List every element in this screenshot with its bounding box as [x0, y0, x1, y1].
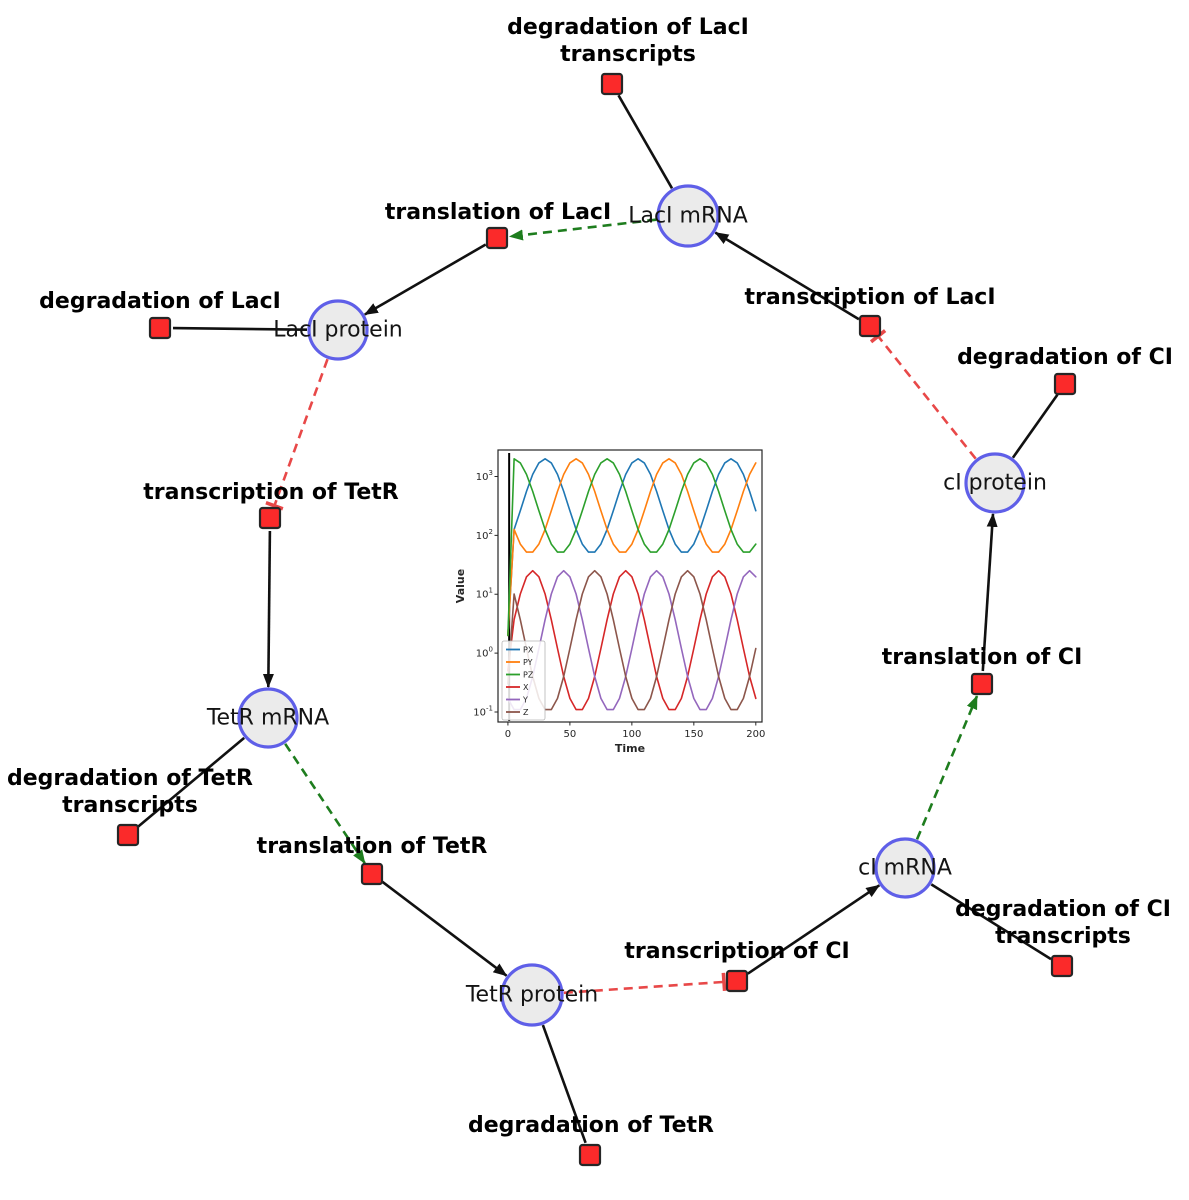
y-tick-label: 10-1	[473, 704, 493, 718]
reaction-label-translation_tetR: translation of TetR	[257, 833, 488, 860]
series-line-PY	[507, 458, 757, 637]
reaction-node-transcription_cI[interactable]	[725, 969, 749, 993]
species-label-cI_mrna: cI mRNA	[858, 855, 952, 881]
y-tick-label: 103	[476, 469, 493, 483]
edge-cI_mrna-to-deg_cI_tx	[930, 883, 1052, 961]
species-label-tetR_protein: TetR protein	[465, 982, 599, 1008]
x-tick-label: 200	[746, 729, 765, 740]
reaction-label-line: translation of CI	[881, 645, 1083, 670]
series-line-PZ	[507, 458, 757, 637]
reaction-node-transcription_tetR[interactable]	[258, 506, 282, 530]
edge-lacI_mrna-to-translation_lacI	[508, 218, 657, 241]
reaction-label-deg_lacI: degradation of LacI	[39, 288, 281, 315]
species-label-lacI_mrna: LacI mRNA	[628, 203, 748, 229]
reaction-label-line: degradation of TetR	[467, 1113, 715, 1138]
edge-transcription_cI-to-cI_mrna	[747, 884, 881, 975]
edge-lacI_protein-to-transcription_tetR	[265, 358, 329, 511]
reaction-label-line: translation of TetR	[256, 834, 488, 859]
y-tick-label: 102	[476, 528, 493, 542]
reaction-node-deg_lacI[interactable]	[148, 316, 172, 340]
edge-cI_mrna-to-translation_cI	[915, 695, 979, 840]
legend-label-Y: Y	[522, 696, 528, 705]
species-node-cI_protein[interactable]	[964, 452, 1026, 514]
series-line-PX	[507, 458, 757, 637]
reaction-label-deg_tetR: degradation of TetR	[468, 1112, 714, 1139]
series-line-Z	[507, 569, 757, 711]
reaction-label-line: transcription of LacI	[744, 285, 996, 310]
legend-label-Z: Z	[523, 708, 529, 717]
reaction-node-translation_cI[interactable]	[970, 672, 994, 696]
species-node-tetR_mrna[interactable]	[237, 687, 299, 749]
x-tick-label: 50	[564, 729, 577, 740]
reaction-label-line: degradation of TetR	[6, 766, 254, 791]
edge-translation_tetR-to-tetR_protein	[381, 880, 508, 977]
reaction-label-transcription_cI: transcription of CI	[624, 938, 849, 965]
species-label-cI_protein: cI protein	[943, 470, 1047, 496]
reaction-node-deg_lacI_tx[interactable]	[600, 72, 624, 96]
species-node-lacI_mrna[interactable]	[656, 184, 720, 248]
reaction-label-line: transcripts	[62, 793, 198, 818]
reaction-label-line: degradation of LacI	[39, 289, 281, 314]
reaction-label-transcription_lacI: transcription of LacI	[744, 284, 995, 311]
reaction-node-translation_tetR[interactable]	[360, 862, 384, 886]
legend-label-PX: PX	[523, 646, 534, 655]
y-axis-label: Value	[454, 569, 467, 603]
reaction-node-deg_cI_tx[interactable]	[1050, 954, 1074, 978]
edge-lacI_protein-to-deg_lacI	[172, 326, 308, 331]
reaction-label-translation_lacI: translation of LacI	[385, 199, 611, 226]
edge-lacI_mrna-to-deg_lacI_tx	[617, 94, 674, 189]
reaction-label-line: translation of LacI	[384, 200, 612, 225]
reaction-label-transcription_tetR: transcription of TetR	[143, 479, 398, 506]
edge-cI_protein-to-transcription_lacI	[869, 329, 977, 460]
reaction-node-deg_tetR[interactable]	[578, 1143, 602, 1167]
reaction-label-line: degradation of CI	[955, 897, 1171, 922]
legend-label-PY: PY	[523, 658, 533, 667]
nodes-layer	[116, 72, 1077, 1167]
reaction-node-deg_cI[interactable]	[1053, 372, 1077, 396]
reaction-node-deg_tetR_tx[interactable]	[116, 823, 140, 847]
reaction-node-translation_lacI[interactable]	[485, 226, 509, 250]
edge-transcription_tetR-to-tetR_mrna	[262, 530, 274, 688]
reaction-label-line: transcripts	[560, 42, 696, 67]
species-node-lacI_protein[interactable]	[307, 299, 369, 361]
edge-tetR_mrna-to-deg_tetR_tx	[137, 736, 246, 828]
legend-label-PZ: PZ	[523, 671, 534, 680]
edge-translation_cI-to-cI_protein	[981, 512, 998, 672]
edges-layer	[137, 94, 1059, 1144]
reaction-label-deg_cI: degradation of CI	[957, 344, 1173, 371]
x-axis-label: Time	[615, 742, 645, 755]
x-tick-label: 0	[505, 729, 511, 740]
species-node-tetR_protein[interactable]	[500, 963, 564, 1027]
edge-transcription_lacI-to-lacI_mrna	[714, 231, 860, 321]
y-tick-label: 101	[476, 587, 493, 601]
species-label-lacI_protein: LacI protein	[273, 317, 403, 343]
y-tick-label: 100	[476, 646, 493, 660]
edge-tetR_protein-to-deg_tetR	[541, 1024, 587, 1144]
edge-tetR_protein-to-transcription_cI	[563, 972, 727, 995]
species-node-cI_mrna[interactable]	[874, 837, 936, 899]
x-tick-label: 150	[684, 729, 703, 740]
edge-tetR_mrna-to-translation_tetR	[284, 743, 366, 865]
series-line-Y	[507, 569, 757, 711]
reaction-node-transcription_lacI[interactable]	[858, 314, 882, 338]
edge-cI_protein-to-deg_cI	[1011, 393, 1059, 459]
reaction-label-line: degradation of LacI	[507, 15, 749, 40]
edge-translation_lacI-to-lacI_protein	[363, 243, 487, 316]
plot-legend: PX PY PZ XYZ	[501, 640, 546, 721]
species-label-tetR_mrna: TetR mRNA	[206, 705, 330, 731]
x-tick-label: 100	[622, 729, 641, 740]
reaction-label-line: transcripts	[995, 924, 1131, 949]
reaction-label-translation_cI: translation of CI	[882, 644, 1083, 671]
reaction-label-line: transcription of TetR	[143, 480, 399, 505]
reaction-label-line: transcription of CI	[624, 939, 850, 964]
reaction-label-line: degradation of CI	[957, 345, 1173, 370]
legend-label-X: X	[523, 683, 529, 692]
series-line-X	[507, 569, 757, 711]
